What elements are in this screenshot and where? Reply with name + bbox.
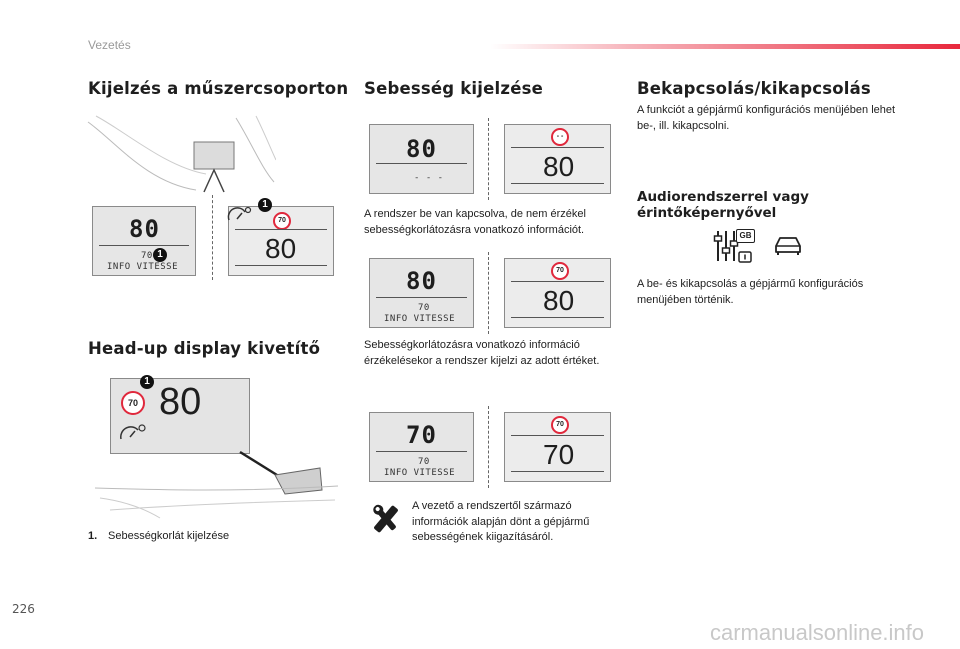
- cluster-speed: 80: [129, 215, 160, 243]
- row2-description: Sebességkorlátozásra vonatkozó informáci…: [364, 339, 600, 367]
- callout-1-cluster: 1: [153, 248, 167, 262]
- row3-left-panel: 70 70 INFO VITESSE: [369, 412, 474, 482]
- cluster-small-value: 70: [141, 251, 153, 261]
- speed-display-title: Sebesség kijelzése: [364, 79, 544, 98]
- row2-right-sign: 70: [551, 262, 569, 280]
- cluster-right-panel: 70 80: [228, 206, 334, 276]
- row3-right-speed: 70: [543, 439, 575, 470]
- right-panel-speed: 80: [265, 233, 297, 264]
- legend-number: 1.: [88, 530, 98, 542]
- header-accent-bar: [490, 44, 960, 49]
- row1-right-speed: 80: [543, 151, 575, 182]
- audio-subtitle: Audiorendszerrel vagy érintőképernyővel: [637, 189, 809, 221]
- row1-left-small: - - -: [414, 173, 444, 183]
- hud-speedometer-icon: [120, 424, 146, 440]
- hud-panel: 70 80: [110, 378, 250, 454]
- row2-left-speed: 80: [406, 267, 437, 295]
- cluster-panel: 80 70 INFO VITESSE: [92, 206, 196, 276]
- row2-left-panel: 80 70 INFO VITESSE: [369, 258, 474, 328]
- row1-right-panel: - - 80: [504, 124, 611, 194]
- gb-badge: GB: [736, 229, 755, 243]
- page-number: 226: [12, 602, 35, 616]
- row3-divider: [488, 406, 489, 488]
- dashboard-illustration: [87, 115, 276, 193]
- watermark-link[interactable]: carmanualsonline.info: [710, 620, 925, 645]
- settings-sliders-icon: [713, 231, 752, 263]
- hud-title: Head-up display kivetítő: [88, 339, 321, 358]
- row1-description: A rendszer be van kapcsolva, de nem érzé…: [364, 208, 586, 236]
- cluster-display-title: Kijelzés a műszercsoporton: [88, 79, 349, 98]
- speedometer-icon: [227, 206, 252, 221]
- car-icon: [775, 237, 801, 255]
- audio-description: A be- és kikapcsolás a gépjármű konfigur…: [637, 278, 864, 306]
- row2-left-small-text: INFO VITESSE: [384, 314, 456, 324]
- row1-right-sign: - -: [551, 128, 569, 146]
- row3-right-panel: 70 70: [504, 412, 611, 482]
- row1-divider: [488, 118, 489, 200]
- row3-description: A vezető a rendszertől származó informác…: [412, 500, 590, 543]
- row3-left-small-value: 70: [418, 457, 430, 467]
- row2-left-small-value: 70: [418, 303, 430, 313]
- row1-left-speed: 80: [406, 135, 437, 163]
- section-header: Vezetés: [88, 38, 131, 52]
- cluster-small-text: INFO VITESSE: [107, 262, 179, 272]
- hud-windshield-illustration: [94, 450, 339, 519]
- row2-right-speed: 80: [543, 285, 575, 316]
- hud-speed: 80: [159, 381, 202, 423]
- toggle-title: Bekapcsolás/kikapcsolás: [637, 79, 871, 98]
- row2-divider: [488, 252, 489, 334]
- row1-left-panel: 80 - - -: [369, 124, 474, 194]
- speed-limit-sign: 70: [273, 212, 291, 230]
- callout-1-right: 1: [258, 198, 272, 212]
- toggle-description: A funkciót a gépjármű konfigurációs menü…: [637, 104, 896, 132]
- callout-1-hud: 1: [140, 375, 154, 389]
- row2-right-panel: 70 80: [504, 258, 611, 328]
- hud-speed-sign: 70: [121, 391, 145, 415]
- tools-icon: [373, 504, 398, 533]
- row3-left-speed: 70: [406, 421, 437, 449]
- connector-line: [212, 195, 213, 280]
- legend-text: Sebességkorlát kijelzése: [108, 530, 230, 542]
- row3-right-sign: 70: [551, 416, 569, 434]
- row3-left-small-text: INFO VITESSE: [384, 468, 456, 478]
